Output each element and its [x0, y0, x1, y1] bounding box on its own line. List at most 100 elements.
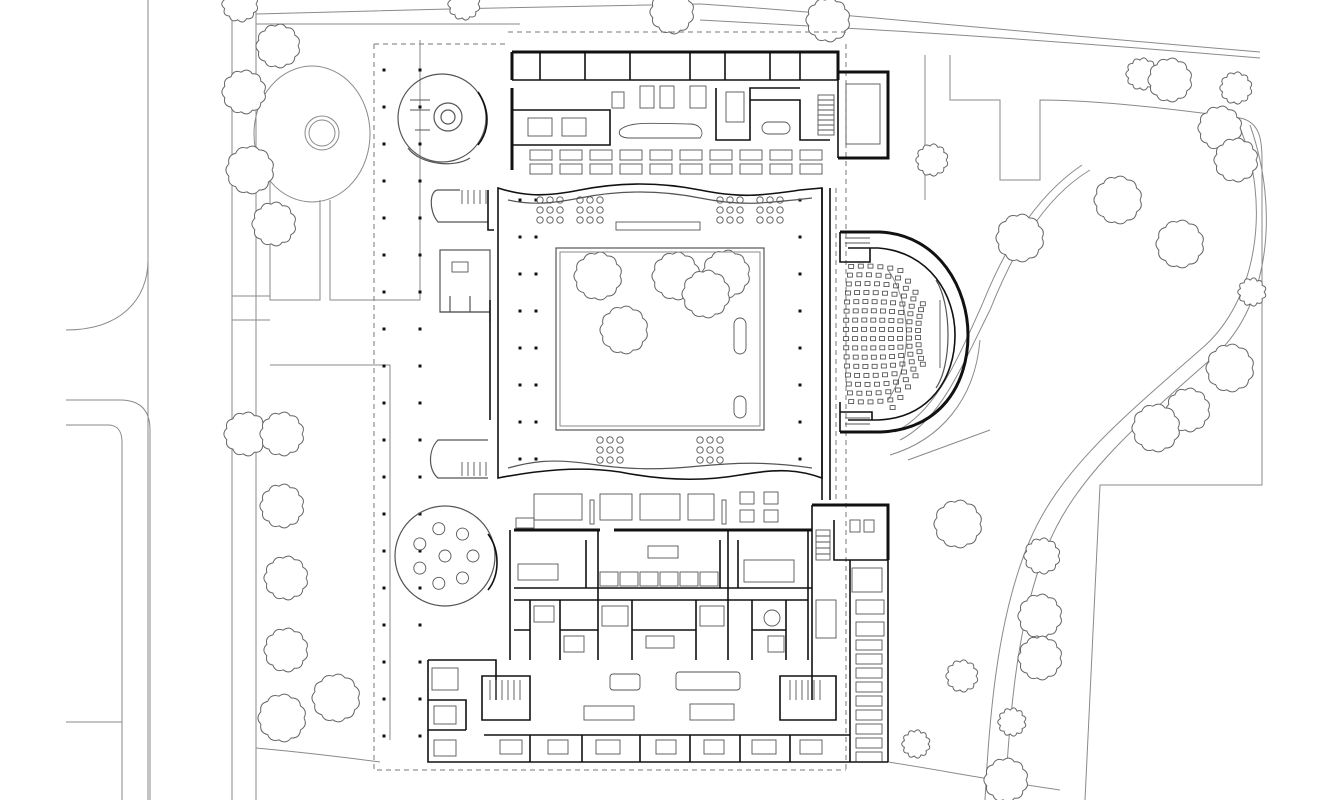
tree-6	[649, 0, 694, 35]
column	[798, 272, 802, 276]
auditorium-seat	[857, 399, 864, 405]
site-roads	[65, 0, 1267, 800]
auditorium-seat	[910, 366, 917, 372]
lounge-chair	[546, 206, 554, 214]
auditorium-seat	[915, 335, 921, 341]
column	[382, 105, 386, 109]
auditorium-seat	[845, 372, 851, 378]
auditorium-seat	[855, 381, 861, 387]
storage-cell	[855, 695, 883, 707]
auditorium-seat	[879, 336, 885, 342]
tree-28	[933, 499, 982, 549]
column	[518, 309, 522, 313]
auditorium-seat	[902, 377, 909, 383]
column	[418, 142, 422, 146]
column	[418, 438, 422, 442]
column	[382, 586, 386, 590]
lounge-chair	[716, 196, 724, 204]
lounge-chair	[556, 216, 564, 224]
auditorium-seat	[870, 345, 877, 351]
dining-table	[619, 163, 643, 175]
auditorium-seat	[908, 303, 915, 309]
tree-20	[1131, 403, 1180, 453]
auditorium-seat	[916, 349, 923, 355]
storage-cell	[855, 681, 883, 693]
auditorium-seat	[916, 313, 923, 319]
auditorium-seat	[890, 300, 896, 306]
auditorium-seat	[901, 369, 907, 375]
column	[534, 235, 538, 239]
lounge-chair	[716, 446, 724, 454]
auditorium-seat	[907, 311, 914, 317]
tree-23	[259, 483, 304, 529]
tree-29	[1023, 537, 1061, 575]
auditorium-seat	[877, 264, 884, 270]
dining-tables	[529, 149, 823, 175]
auditorium-seat	[845, 281, 852, 287]
column	[518, 235, 522, 239]
auditorium-seat	[874, 381, 880, 387]
auditorium-seat	[893, 283, 899, 289]
auditorium-seat	[895, 275, 901, 281]
lounge-chair	[726, 216, 734, 224]
auditorium-seat	[888, 336, 894, 341]
auditorium-seat	[879, 317, 886, 323]
lounge-chair	[756, 196, 764, 204]
dining-table	[799, 163, 823, 175]
lounge-chair	[576, 216, 584, 224]
column	[418, 216, 422, 220]
tree-21	[223, 411, 268, 457]
east-corridor	[821, 188, 837, 500]
auditorium-seat	[883, 282, 890, 288]
auditorium-seat	[919, 361, 926, 367]
column	[382, 290, 386, 294]
auditorium-seat	[907, 351, 914, 357]
column	[418, 734, 422, 738]
auditorium-seat	[847, 272, 853, 278]
lounge-chair	[716, 216, 724, 224]
lounge-chair	[706, 446, 714, 454]
west-pods	[429, 189, 494, 479]
lounge-chair	[706, 436, 714, 444]
auditorium-seat	[848, 399, 855, 405]
auditorium-seat	[880, 363, 887, 369]
auditorium-seat	[866, 390, 872, 396]
column	[382, 697, 386, 701]
auditorium-seat	[852, 354, 859, 360]
tree-27	[257, 693, 306, 743]
auditorium-seat	[863, 373, 870, 378]
lounge-chair	[696, 446, 704, 454]
auditorium-seat	[915, 342, 922, 348]
pavilion-table	[413, 561, 427, 575]
lounge-chair	[536, 196, 544, 204]
auditorium-seat	[879, 345, 886, 351]
tree-35	[983, 757, 1028, 800]
pavilion-table	[456, 527, 469, 541]
column	[382, 734, 386, 738]
column	[382, 438, 386, 442]
auditorium-seat	[861, 308, 868, 314]
auditorium-seat	[915, 320, 922, 326]
site-trees	[221, 0, 1267, 800]
pavilion-table	[456, 571, 469, 585]
tree-10	[1219, 71, 1253, 105]
auditorium-seat	[880, 354, 886, 360]
column	[798, 383, 802, 387]
storage-cell	[855, 737, 883, 749]
lounge-chair	[596, 456, 604, 464]
round-pavilion-south	[394, 505, 498, 607]
column	[382, 142, 386, 146]
auditorium-seat	[848, 263, 855, 269]
round-pavilion-north	[397, 73, 488, 165]
column	[418, 290, 422, 294]
auditorium-seat	[857, 263, 864, 269]
auditorium-seat	[866, 272, 872, 278]
column	[418, 68, 422, 72]
auditorium-seat	[874, 281, 880, 287]
column	[382, 549, 386, 553]
auditorium-seat	[885, 389, 892, 395]
tree-2	[221, 69, 266, 115]
dining-table	[619, 149, 643, 161]
tree-32	[945, 659, 979, 693]
tree-36	[573, 251, 622, 301]
